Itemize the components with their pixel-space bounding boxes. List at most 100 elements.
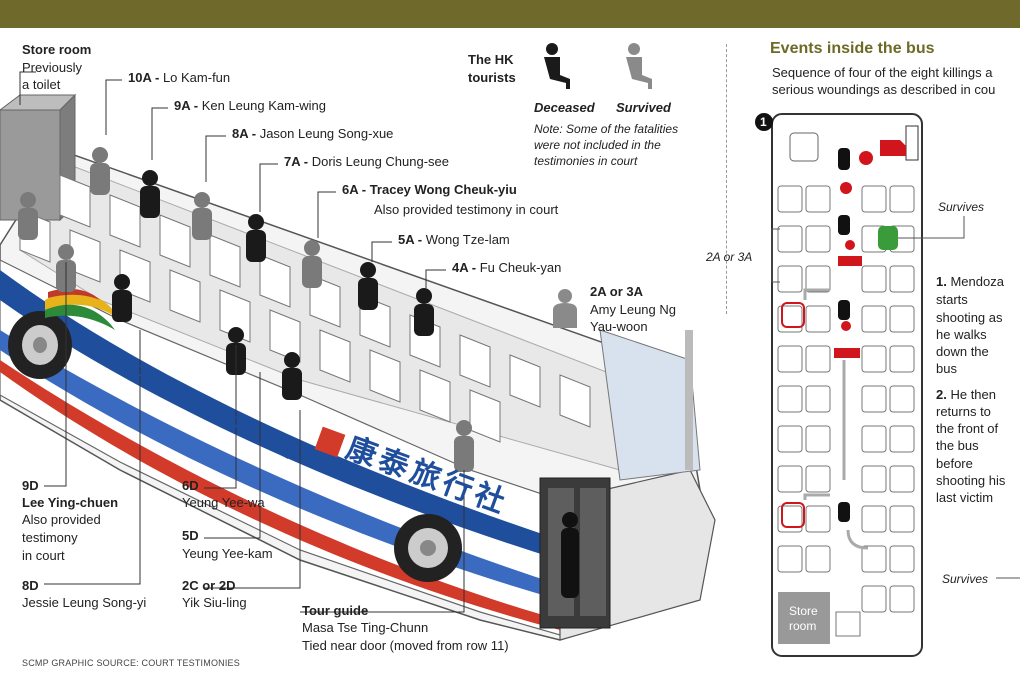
label-9d-seat: 9D: [22, 478, 39, 493]
passenger-figures: [18, 147, 579, 598]
legend-survived-label: Survived: [616, 100, 671, 115]
step2-line5: before: [936, 456, 973, 471]
survived-icon: [626, 43, 652, 89]
bus-windshield: [599, 329, 701, 481]
seat-rows: [19, 174, 591, 443]
bus-stripe-red: [0, 360, 560, 630]
store-room-line1: Previously: [22, 60, 82, 75]
passenger-seat: 5A -: [398, 232, 423, 247]
legend-deceased-label: Deceased: [534, 100, 595, 115]
bus-logo: [45, 291, 120, 320]
figure-9a: [140, 170, 160, 218]
legend-note-2: were not included in the: [534, 138, 661, 152]
label-2c-name: Yik Siu-ling: [182, 595, 247, 610]
label-9d-l2: testimony: [22, 530, 78, 545]
step2-line2: returns to: [936, 404, 991, 419]
wheel-rear: [8, 311, 72, 379]
events-subtitle-2: serious woundings as described in cou: [772, 82, 996, 97]
legend-tourists-1: The HK: [468, 52, 514, 67]
legend-note-1: Note: Some of the fatalities: [534, 122, 679, 136]
figure-6a: [302, 240, 322, 288]
figure-9d: [18, 192, 38, 240]
deceased-icon: [544, 43, 570, 89]
label-8d-name: Jessie Leung Song-yi: [22, 595, 147, 610]
seat-2a-name2: Yau-woon: [590, 319, 648, 334]
legend-note-3: testimonies in court: [534, 154, 638, 168]
passenger-label: 8A - Jason Leung Song-xue: [232, 126, 393, 142]
seat-2a-label: 2A or 3A: [590, 284, 643, 299]
label-8d-seat: 8D: [22, 578, 39, 593]
passenger-label: 10A - Lo Kam-fun: [128, 70, 230, 86]
figure-10a: [90, 147, 110, 195]
events-row-label: 2A or 3A: [706, 250, 753, 264]
figure-7a: [246, 214, 266, 262]
wheel-front: [394, 514, 462, 582]
step2-line3: the front of: [936, 421, 999, 436]
step2-line6: shooting his: [936, 473, 1006, 488]
figure-4a: [414, 288, 434, 336]
figure-5a: [358, 262, 378, 310]
figure-guide: [454, 420, 474, 472]
guide-title: Tour guide: [302, 603, 369, 618]
passenger-seat: 6A -: [342, 182, 367, 197]
passenger-seat: 10A -: [128, 70, 160, 85]
passenger-name: Jason Leung Song-xue: [259, 126, 394, 141]
passenger-name: Wong Tze-lam: [425, 232, 510, 247]
passenger-seat: 8A -: [232, 126, 257, 141]
step1-line6: bus: [936, 361, 957, 376]
passenger-seat: 4A -: [452, 260, 477, 275]
panel-divider: [726, 44, 727, 314]
step1-line4: he walks: [936, 327, 987, 342]
step1-line0: 1. Mendoza: [936, 274, 1004, 290]
step2-line4: the bus: [936, 438, 979, 453]
passenger-label: 4A - Fu Cheuk-yan: [452, 260, 561, 276]
passenger-name: Tracey Wong Cheuk-yiu: [369, 182, 517, 197]
events-subtitle-1: Sequence of four of the eight killings a: [772, 65, 993, 80]
label-9d-name: Lee Ying-chuen: [22, 495, 119, 510]
passenger-label: 6A - Tracey Wong Cheuk-yiu: [342, 182, 517, 198]
passenger-name: Fu Cheuk-yan: [479, 260, 562, 275]
store-room-line2: a toilet: [22, 77, 61, 92]
leader-lines: [19, 71, 465, 613]
step1-text-1: Mendoza: [950, 274, 1004, 289]
step2-text-1: He then: [950, 387, 997, 402]
step1-line2: starts: [936, 292, 968, 307]
bus-stripe-blue-2: [0, 330, 560, 600]
survived-person-icon: [553, 289, 577, 328]
label-6d-name: Yeung Yee-wa: [182, 495, 265, 510]
seat-2a-name1: Amy Leung Ng: [590, 302, 676, 317]
legend-tourists-2: tourists: [468, 70, 516, 85]
passenger-name: Doris Leung Chung-see: [311, 154, 450, 169]
store-room-title: Store room: [22, 42, 92, 57]
events-title: Events inside the bus: [770, 40, 935, 57]
label-5d-seat: 5D: [182, 528, 199, 543]
label-9d-l3: in court: [22, 548, 65, 563]
passenger-label: 5A - Wong Tze-lam: [398, 232, 510, 248]
label-5d-name: Yeung Yee-kam: [182, 546, 273, 561]
passenger-seat: 9A -: [174, 98, 199, 113]
guide-name: Masa Tse Ting-Chunn: [302, 620, 429, 635]
label-9d-l1: Also provided: [22, 512, 101, 527]
step1-line5: down the: [936, 344, 989, 359]
footer-source: SCMP GRAPHIC SOURCE: COURT TESTIMONIES: [22, 658, 240, 668]
header-band: [0, 0, 1020, 28]
label-2c-seat: 2C or 2D: [182, 578, 236, 593]
label-6d-seat: 6D: [182, 478, 199, 493]
passenger-extra: Also provided testimony in court: [374, 202, 559, 217]
passenger-seat: 7A -: [284, 154, 309, 169]
figure-gunman: [561, 512, 579, 598]
passenger-label: 9A - Ken Leung Kam-wing: [174, 98, 326, 114]
events-survives-top: Survives: [938, 200, 985, 214]
floorplan-store-label-2: room: [789, 619, 817, 633]
step1-number: 1.: [936, 274, 947, 289]
figure-6d: [112, 274, 132, 322]
step1-line3: shooting as: [936, 310, 1003, 325]
guide-note: Tied near door (moved from row 11): [302, 638, 509, 653]
events-survives-bottom: Survives: [942, 572, 989, 586]
step2-number: 2.: [936, 387, 947, 402]
floorplan-store-label-1: Store: [789, 604, 818, 618]
figure-2c: [282, 352, 302, 400]
step2-line0: 2. He then: [936, 387, 996, 403]
step2-line7: last victim: [936, 490, 994, 505]
